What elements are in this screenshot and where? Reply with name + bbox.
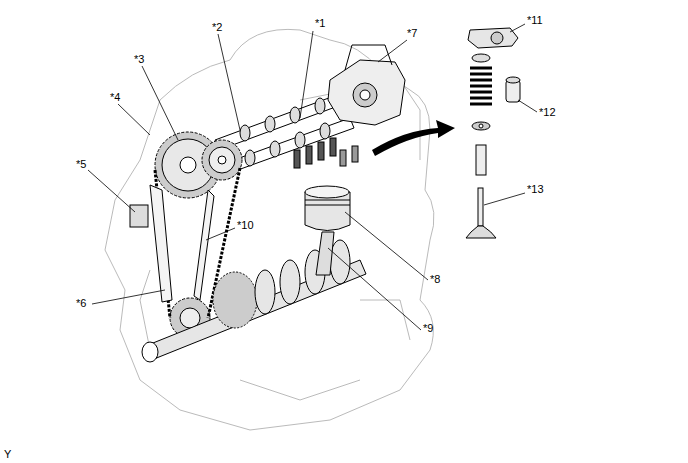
callout-number: *12 — [539, 106, 556, 118]
fuel-pump — [328, 45, 405, 125]
callout-number: *3 — [134, 53, 144, 65]
callout-number: *2 — [212, 21, 222, 33]
callout-number: *4 — [110, 91, 120, 103]
leader-line — [88, 24, 537, 330]
callout-number: *10 — [237, 219, 254, 231]
callout-number: *13 — [527, 183, 544, 195]
crankshaft — [142, 240, 366, 362]
callout-number: *1 — [315, 17, 325, 29]
direction-arrow — [372, 120, 455, 156]
engine-block-outline — [105, 29, 434, 430]
callout-number: *5 — [76, 158, 86, 170]
callout-number: *8 — [430, 273, 440, 285]
callout-number: *6 — [76, 297, 86, 309]
valve-exploded — [466, 28, 520, 238]
valve-set — [294, 138, 358, 168]
callout-number: *11 — [527, 14, 543, 26]
callout-number: *7 — [407, 27, 417, 39]
figure-code: Y — [4, 448, 11, 460]
callout-number: *9 — [423, 322, 433, 334]
